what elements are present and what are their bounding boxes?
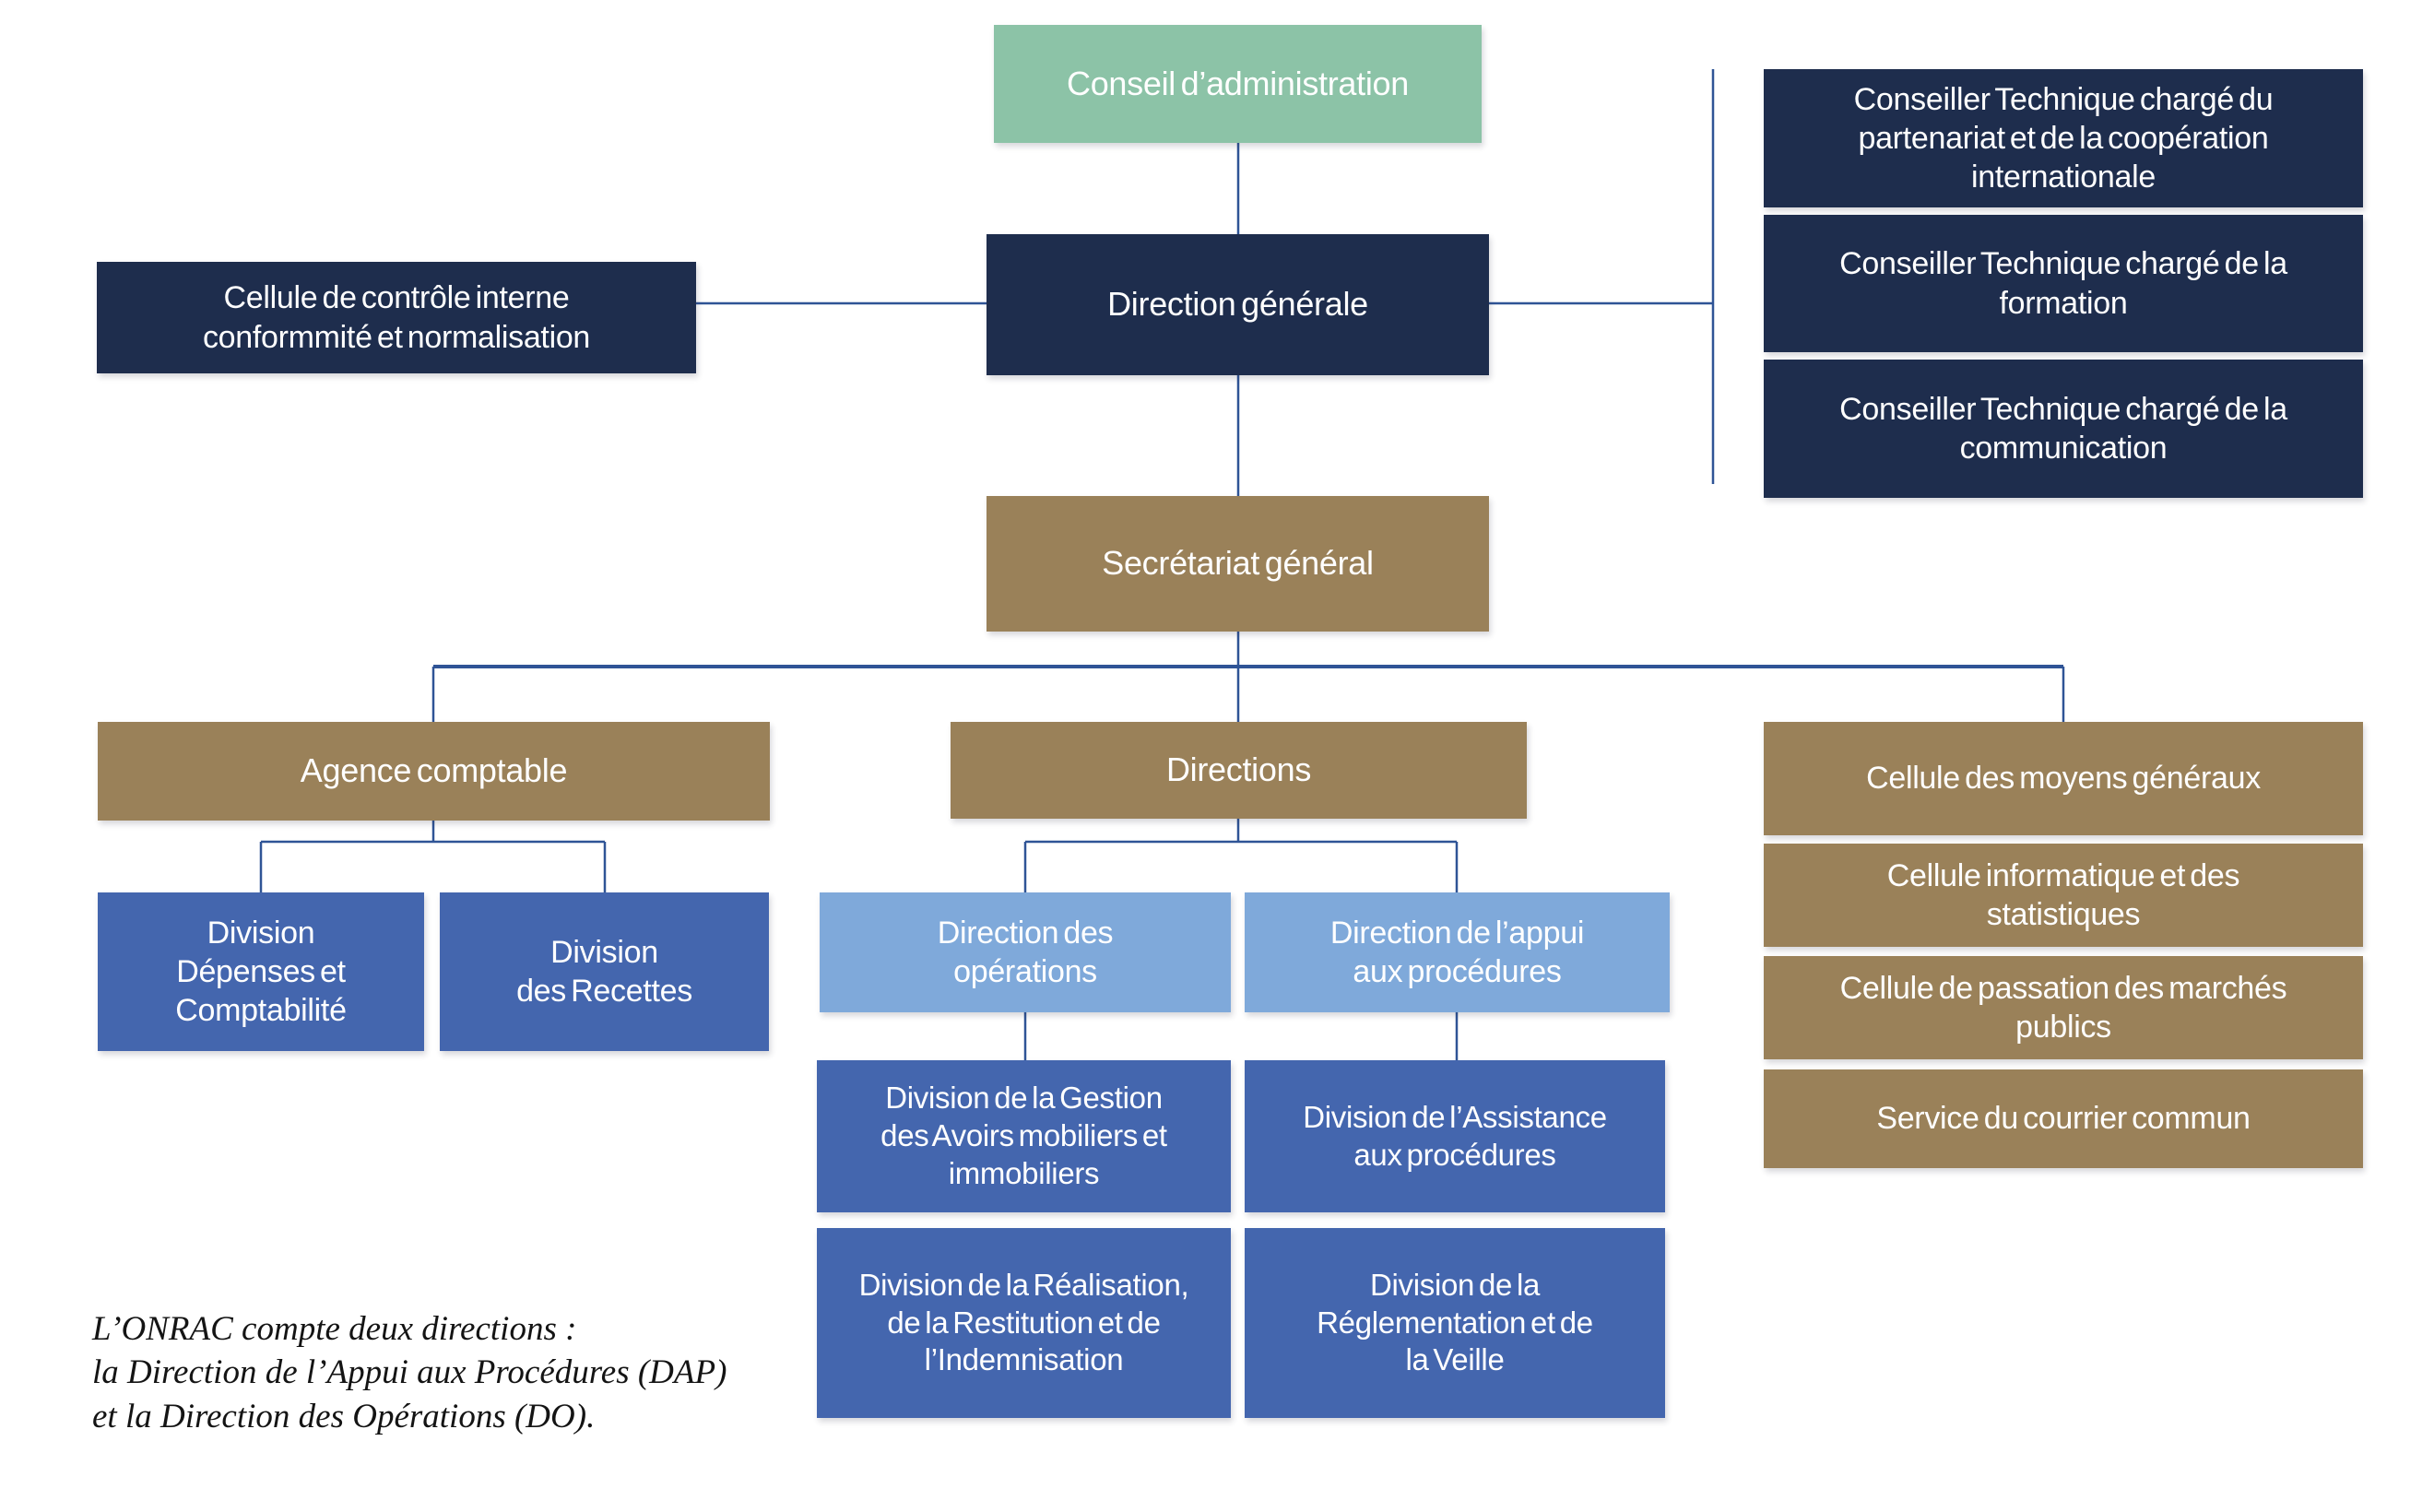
node-division-realisation: Division de la Réalisation, de la Restit… bbox=[817, 1228, 1231, 1418]
node-secretariat-general-label: Secrétariat général bbox=[1102, 544, 1374, 583]
node-direction-generale: Direction générale bbox=[987, 234, 1489, 375]
note-text: L’ONRAC compte deux directions : la Dire… bbox=[92, 1310, 727, 1435]
node-directions: Directions bbox=[951, 722, 1527, 819]
node-cellule-moyens-generaux: Cellule des moyens généraux bbox=[1764, 722, 2363, 835]
node-division-gestion-avoirs-label: Division de la Gestion des Avoirs mobili… bbox=[880, 1081, 1167, 1190]
node-cellule-passation-marches-label: Cellule de passation des marchés publics bbox=[1839, 970, 2287, 1045]
node-division-reglementation-label: Division de la Réglementation et de la V… bbox=[1317, 1267, 1593, 1377]
node-cellule-moyens-generaux-label: Cellule des moyens généraux bbox=[1866, 761, 2261, 797]
node-direction-appui-procedures-label: Direction de l’appui aux procédures bbox=[1329, 915, 1585, 989]
node-conseiller-partenariat: Conseiller Technique chargé du partenari… bbox=[1764, 69, 2363, 207]
node-cellule-informatique-label: Cellule informatique et des statistiques bbox=[1886, 857, 2240, 932]
node-division-reglementation: Division de la Réglementation et de la V… bbox=[1245, 1228, 1665, 1418]
node-direction-appui-procedures: Direction de l’appui aux procédures bbox=[1245, 892, 1670, 1012]
node-conseiller-formation-label: Conseiller Technique chargé de la format… bbox=[1839, 246, 2287, 321]
node-service-courrier: Service du courrier commun bbox=[1764, 1069, 2363, 1168]
node-division-recettes: Division des Recettes bbox=[440, 892, 769, 1051]
node-cellule-informatique: Cellule informatique et des statistiques bbox=[1764, 844, 2363, 947]
node-division-recettes-label: Division des Recettes bbox=[516, 934, 692, 1009]
node-cellule-passation-marches: Cellule de passation des marchés publics bbox=[1764, 956, 2363, 1059]
node-conseiller-communication-label: Conseiller Technique chargé de la commun… bbox=[1839, 391, 2287, 466]
node-directions-label: Directions bbox=[1165, 750, 1312, 789]
node-division-assistance-procedures: Division de l’Assistance aux procédures bbox=[1245, 1060, 1665, 1212]
node-division-depenses-comptabilite: Division Dépenses et Comptabilité bbox=[98, 892, 424, 1051]
node-division-depenses-comptabilite-label: Division Dépenses et Comptabilité bbox=[175, 915, 347, 1029]
node-conseil-administration: Conseil d’administration bbox=[994, 25, 1482, 143]
node-conseiller-partenariat-label: Conseiller Technique chargé du partenari… bbox=[1853, 81, 2274, 195]
node-direction-generale-label: Direction générale bbox=[1107, 285, 1368, 324]
node-secretariat-general: Secrétariat général bbox=[987, 496, 1489, 632]
node-conseiller-formation: Conseiller Technique chargé de la format… bbox=[1764, 215, 2363, 352]
node-agence-comptable-label: Agence comptable bbox=[300, 751, 568, 790]
node-cellule-controle-interne: Cellule de contrôle interne conformmité … bbox=[97, 262, 696, 373]
node-direction-operations: Direction des opérations bbox=[820, 892, 1231, 1012]
node-agence-comptable: Agence comptable bbox=[98, 722, 770, 821]
node-conseil-administration-label: Conseil d’administration bbox=[1067, 64, 1409, 102]
node-direction-operations-label: Direction des opérations bbox=[937, 915, 1114, 989]
node-cellule-controle-interne-label: Cellule de contrôle interne conformmité … bbox=[202, 280, 591, 355]
node-conseiller-communication: Conseiller Technique chargé de la commun… bbox=[1764, 360, 2363, 498]
node-division-gestion-avoirs: Division de la Gestion des Avoirs mobili… bbox=[817, 1060, 1231, 1212]
node-division-assistance-procedures-label: Division de l’Assistance aux procédures bbox=[1303, 1099, 1607, 1172]
node-service-courrier-label: Service du courrier commun bbox=[1876, 1101, 2251, 1137]
node-division-realisation-label: Division de la Réalisation, de la Restit… bbox=[858, 1267, 1189, 1377]
